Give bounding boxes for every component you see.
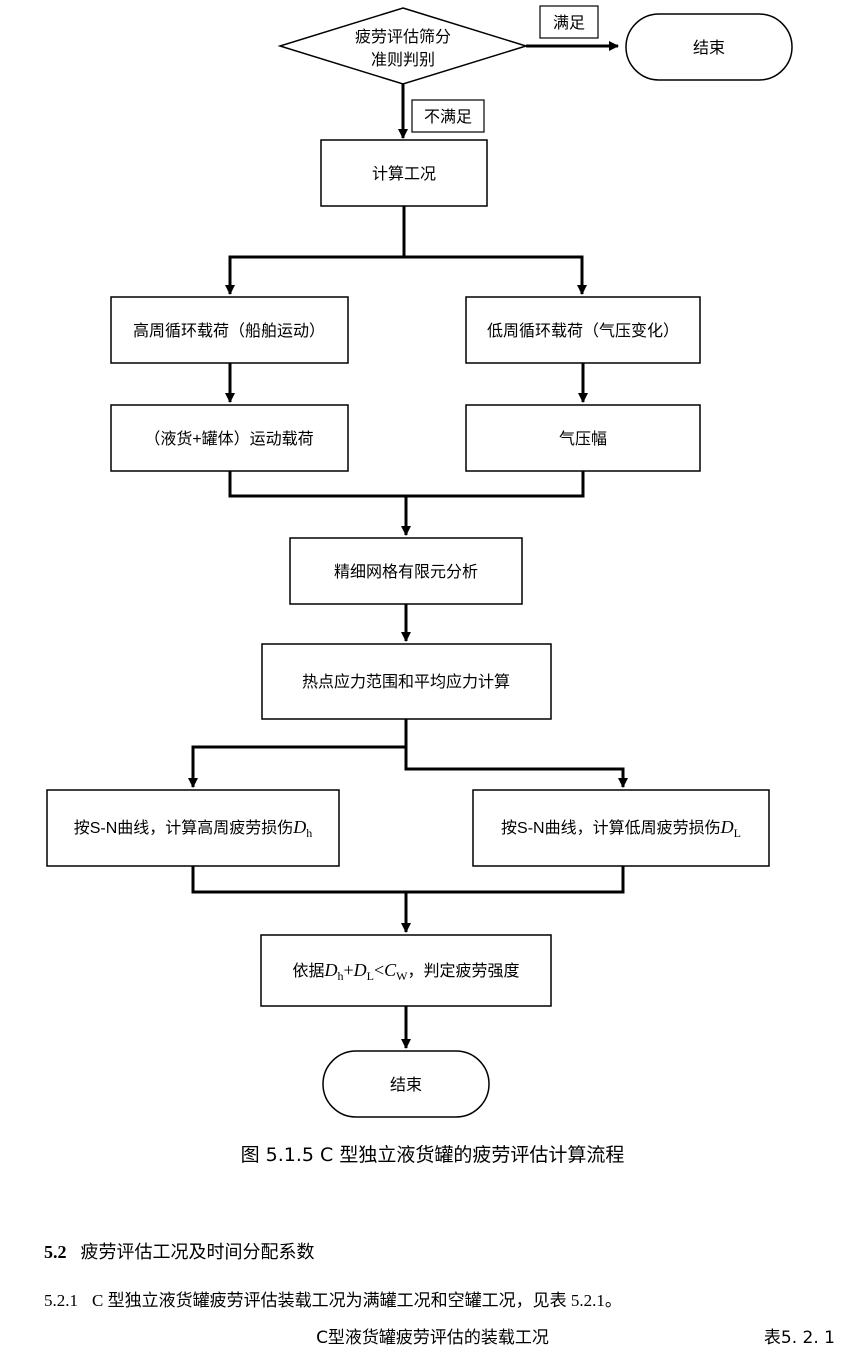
low-damage-sub: L xyxy=(734,826,741,840)
label-not-satisfied: 不满足 xyxy=(424,108,472,126)
criterion-d1: D xyxy=(324,960,338,980)
criterion-suffix: ，判定疲劳强度 xyxy=(408,962,520,980)
high-cycle-load-box xyxy=(110,296,349,364)
end-terminal-bottom xyxy=(322,1050,490,1118)
criterion-box xyxy=(260,934,552,1007)
end-terminal-top xyxy=(625,13,793,81)
section-number: 5.2 xyxy=(44,1242,67,1262)
high-damage-text: 按S-N曲线，计算高周疲劳损伤Dh xyxy=(74,817,313,840)
connector-split-bottom-left xyxy=(188,719,408,788)
low-damage-symbol: D xyxy=(720,817,734,837)
pressure-amplitude-box xyxy=(465,404,701,472)
high-damage-symbol: D xyxy=(292,817,306,837)
decision-text-line2: 准则判别 xyxy=(371,51,435,69)
low-damage-text: 按S-N曲线，计算低周疲劳损伤DL xyxy=(501,817,741,840)
fem-analysis-box xyxy=(289,537,523,605)
connector-split-bottom-right xyxy=(404,719,628,788)
criterion-lt: < xyxy=(374,960,384,980)
low-cycle-load-box xyxy=(465,296,701,364)
hotspot-stress-text: 热点应力范围和平均应力计算 xyxy=(302,672,510,691)
paragraph-text: C 型独立液货罐疲劳评估装载工况为满罐工况和空罐工况，见表 5.2.1。 xyxy=(92,1291,622,1310)
high-cycle-load-text: 高周循环载荷（船舶运动） xyxy=(133,322,325,340)
high-damage-box xyxy=(46,789,340,867)
table-number: 表5. 2. 1 xyxy=(763,1328,835,1348)
section-title: 疲劳评估工况及时间分配系数 xyxy=(80,1242,315,1262)
decision-diamond xyxy=(277,7,529,85)
criterion-text: 依据Dh+DL<CW，判定疲劳强度 xyxy=(292,960,519,983)
connector-split-top xyxy=(225,206,406,295)
criterion-c: C xyxy=(384,960,397,980)
criterion-d2: D xyxy=(353,960,367,980)
section-heading: 5.2 疲劳评估工况及时间分配系数 xyxy=(44,1238,315,1264)
figure-caption: 图 5.1.5 C 型独立液货罐的疲劳评估计算流程 xyxy=(240,1144,625,1166)
low-damage-prefix: 按S-N曲线，计算低周疲劳损伤 xyxy=(501,818,721,837)
paragraph: 5.2.1 C 型独立液货罐疲劳评估装载工况为满罐工况和空罐工况，见表 5.2.1… xyxy=(44,1286,622,1311)
criterion-c-sub: W xyxy=(396,969,408,983)
calc-conditions-text: 计算工况 xyxy=(372,164,436,183)
criterion-d2-sub: L xyxy=(367,969,374,983)
label-satisfied: 满足 xyxy=(553,14,585,32)
low-cycle-load-text: 低周循环载荷（气压变化） xyxy=(487,322,679,340)
decision-text-line1: 疲劳评估筛分 xyxy=(355,27,451,46)
pressure-amplitude-text: 气压幅 xyxy=(559,430,607,448)
connector-merge-1 xyxy=(228,471,585,498)
motion-load-box xyxy=(110,404,349,472)
calc-conditions-box xyxy=(320,139,488,207)
paragraph-number: 5.2.1 xyxy=(44,1291,78,1310)
high-damage-sub: h xyxy=(306,826,312,840)
fem-analysis-text: 精细网格有限元分析 xyxy=(334,563,478,581)
criterion-prefix: 依据 xyxy=(292,962,324,980)
end-text-top: 结束 xyxy=(693,39,725,57)
connector-split-top-right xyxy=(404,255,587,295)
connector-merge-2 xyxy=(191,866,625,894)
end-text-bottom: 结束 xyxy=(390,1076,422,1094)
criterion-plus: + xyxy=(344,960,354,980)
table-title: C型液货罐疲劳评估的装载工况 xyxy=(316,1328,549,1348)
label-not-satisfied-box xyxy=(411,99,485,133)
motion-load-text: （液货+罐体）运动载荷 xyxy=(144,430,313,448)
low-damage-box xyxy=(472,789,770,867)
high-damage-prefix: 按S-N曲线，计算高周疲劳损伤 xyxy=(74,818,294,837)
hotspot-stress-box xyxy=(261,643,552,720)
criterion-d1-sub: h xyxy=(338,969,344,983)
flowchart: 疲劳评估筛分 准则判别 满足 结束 不满足 计算工况 高周循环载荷（船舶运动） … xyxy=(46,5,793,1118)
label-satisfied-box xyxy=(539,5,599,39)
